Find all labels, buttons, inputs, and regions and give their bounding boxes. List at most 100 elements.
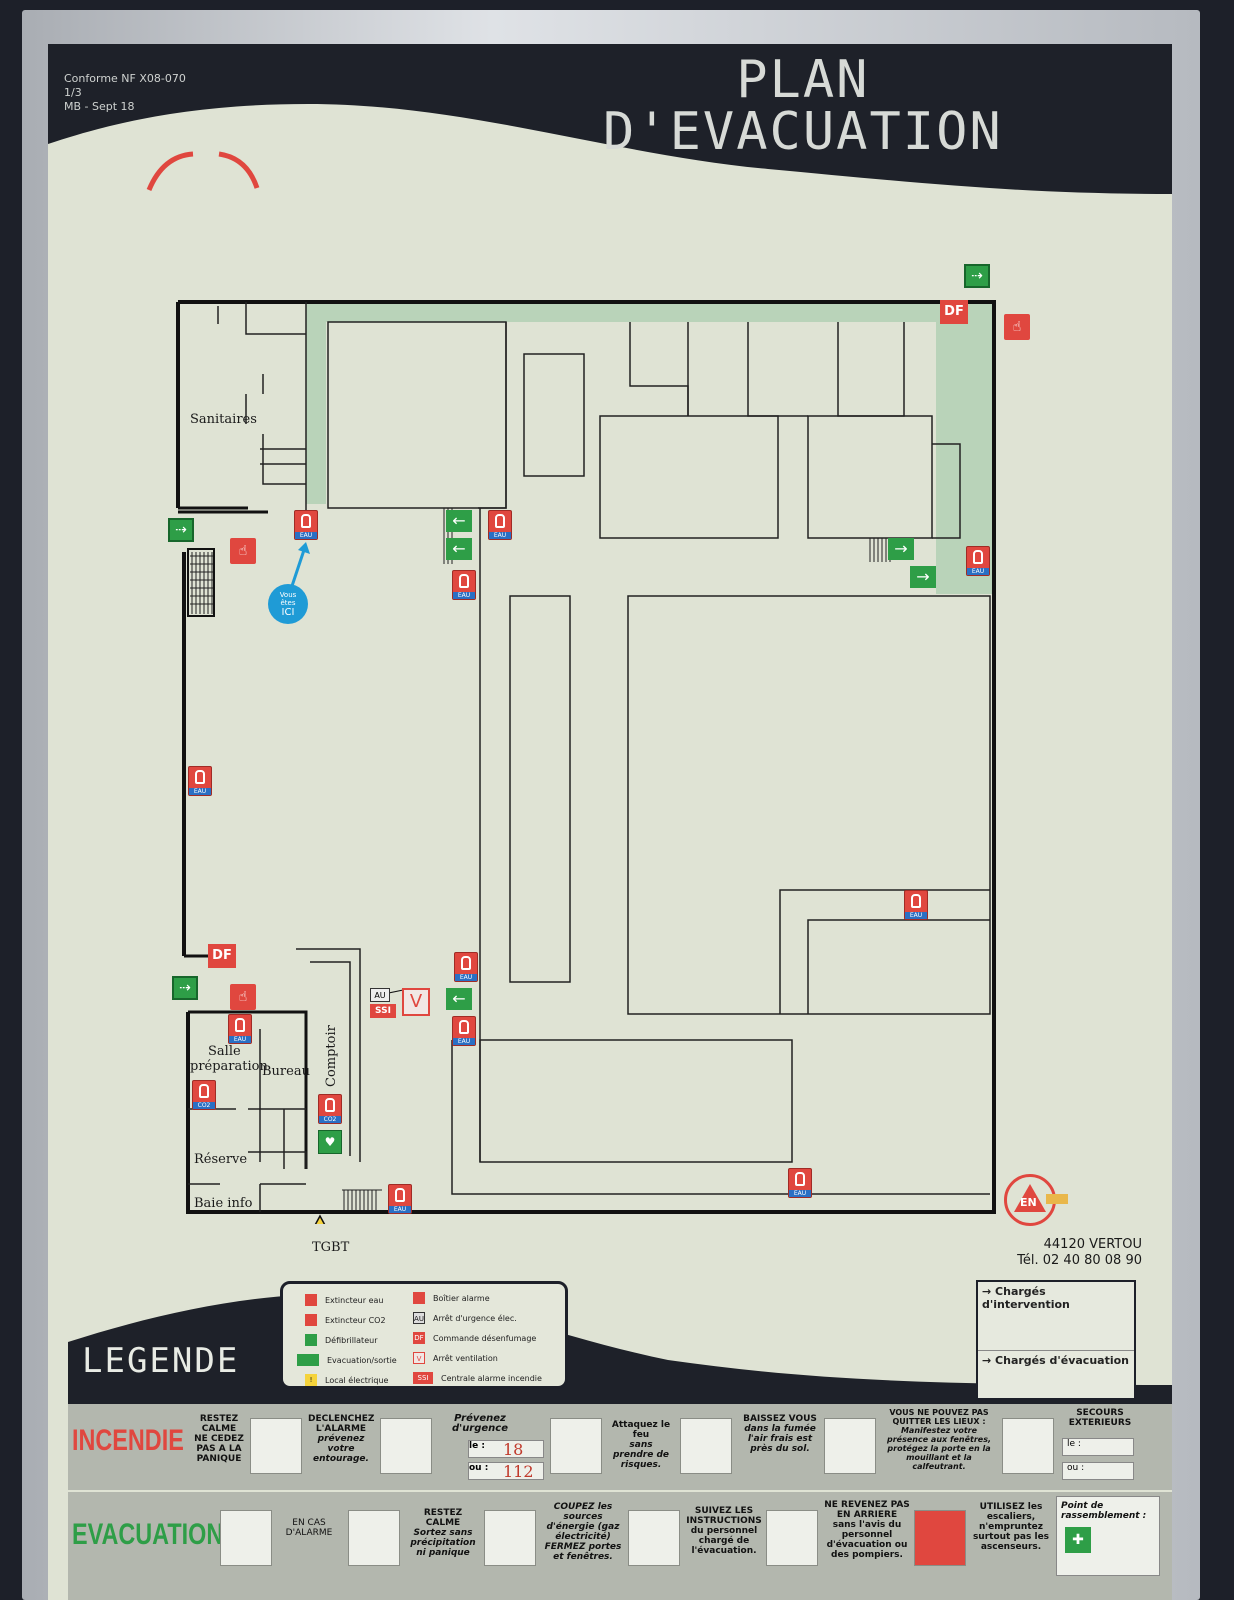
outside-help-le: le : (1062, 1438, 1134, 1456)
no-elevator-pictogram-icon (914, 1510, 966, 1566)
standard-info: Conforme NF X08-070 1/3 MB - Sept 18 (64, 72, 186, 113)
extinguisher-water-icon (305, 1294, 317, 1306)
alarm-box-icon (413, 1292, 425, 1304)
emergency-exit-icon: ⇢ (168, 518, 194, 542)
evacuation-arrow-icon: ← (446, 988, 472, 1010)
floor-plan (176, 300, 996, 1224)
room-comptoir: Comptoir (324, 1025, 339, 1087)
legend-item: Défibrillateur (305, 1334, 377, 1346)
extinguisher-water-icon: EAU (388, 1184, 412, 1214)
you-are-here-marker: Vous êtes ICI (268, 584, 308, 624)
legend-item: Extincteur CO2 (305, 1314, 386, 1326)
extinguisher-co2-icon: CO2 (318, 1094, 342, 1124)
room-reserve: Réserve (194, 1152, 248, 1167)
extinguisher-water-icon: EAU (788, 1168, 812, 1198)
contacts-box: → Chargés d'intervention → Chargés d'éva… (976, 1280, 1136, 1400)
extinguisher-water-icon: EAU (454, 952, 478, 982)
fire-title: INCENDIE (72, 1424, 184, 1457)
outside-help-ou: ou : (1062, 1462, 1134, 1480)
ventilation-stop-v-icon: V (402, 988, 430, 1016)
title-line-1: PLAN (736, 50, 870, 110)
room-tgbt: TGBT (312, 1240, 350, 1255)
title-line-2: D'EVACUATION (603, 102, 1003, 162)
extinguisher-pictogram-icon (550, 1418, 602, 1474)
alarm-pictogram-icon (250, 1418, 302, 1474)
evacuation-arrow-icon: → (888, 538, 914, 560)
extinguisher-water-icon: EAU (488, 510, 512, 540)
evac-step-3: COUPEZ les sources d'énergie (gaz électr… (544, 1502, 622, 1562)
legend-box: Extincteur eau Extincteur CO2 Défibrilla… (280, 1281, 568, 1389)
charges-evacuation: → Chargés d'évacuation (978, 1350, 1134, 1370)
phone-call-pictogram-icon (380, 1418, 432, 1474)
smoke-control-df-icon: DF (208, 944, 236, 968)
alarm-box-icon: ☝ (1004, 314, 1030, 340)
legend-item: Boîtier alarme (413, 1292, 490, 1304)
evacuation-exit-icon (297, 1354, 319, 1366)
legend-item: !Local électrique (305, 1374, 388, 1386)
fire-step-6: VOUS NE POUVEZ PAS QUITTER LES LIEUX :Ma… (887, 1408, 991, 1471)
extinguisher-water-icon: EAU (452, 570, 476, 600)
smoke-control-df-icon: DF (940, 300, 968, 324)
electrical-warning-icon: ! (305, 1374, 317, 1386)
evac-step-6: UTILISEZ les escaliers, n'empruntez surt… (972, 1502, 1050, 1552)
company-address: 44120 VERTOU Tél. 02 40 80 08 90 (1017, 1237, 1142, 1269)
evacuation-title: EVACUATION (72, 1518, 224, 1551)
defibrillator-icon (305, 1334, 317, 1346)
evacuation-arrow-icon: → (910, 566, 936, 588)
header-wave (48, 44, 1172, 194)
evac-step-1: EN CAS D'ALARME (285, 1518, 333, 1538)
window-signal-pictogram-icon (824, 1418, 876, 1474)
extinguisher-co2-icon (305, 1314, 317, 1326)
plan-title: PLAN D'EVACUATION (603, 54, 1003, 158)
room-sanitaires: Sanitaires (190, 412, 257, 427)
follow-staff-pictogram-icon (628, 1510, 680, 1566)
extinguisher-water-icon: EAU (294, 510, 318, 540)
extinguisher-co2-icon: CO2 (192, 1080, 216, 1110)
emergency-exit-icon: ⇢ (964, 264, 990, 288)
cut-power-pictogram-icon (484, 1510, 536, 1566)
smoke-control-icon: DF (413, 1332, 425, 1344)
company-city: 44120 VERTOU (1043, 1237, 1142, 1252)
emergency-stop-au-icon: AU (370, 988, 390, 1002)
no-return-pictogram-icon (766, 1510, 818, 1566)
evac-step-7: Point de rassemblement : (1061, 1501, 1147, 1521)
extinguisher-water-icon: EAU (188, 766, 212, 796)
company-phone: Tél. 02 40 80 08 90 (1017, 1253, 1142, 1268)
fire-step-7: SECOURS EXTERIEURS (1068, 1408, 1132, 1428)
fire-alarm-ssi-icon: SSI (370, 1004, 396, 1018)
evac-step-4: SUIVEZ LES INSTRUCTIONS du personnel cha… (686, 1506, 762, 1556)
extinguisher-water-icon: EAU (904, 890, 928, 920)
fire-instructions-band: INCENDIE RESTEZ CALME NE CEDEZ PAS A LA … (68, 1404, 1172, 1490)
room-baie-info: Baie info (194, 1196, 253, 1211)
alarm-box-icon: ☝ (230, 538, 256, 564)
evacuation-arrow-icon: ← (446, 538, 472, 560)
evacuation-arrow-icon: ← (446, 510, 472, 532)
assembly-point-box: Point de rassemblement : ✚ (1056, 1496, 1160, 1576)
fire-step-3: Prévenez d'urgence (451, 1413, 509, 1434)
fire-step-1: RESTEZ CALME NE CEDEZ PAS A LA PANIQUE (194, 1414, 244, 1464)
extinguisher-water-icon: EAU (452, 1016, 476, 1046)
legend-item: Extincteur eau (305, 1294, 383, 1306)
brand-arc-logo (146, 151, 260, 191)
legend-title: LEGENDE (82, 1341, 240, 1381)
alarm-box-icon: ☝ (230, 984, 256, 1010)
company-logo: EN (1004, 1174, 1070, 1228)
room-salle-prep-line2: préparation (190, 1059, 268, 1074)
fire-truck-pictogram-icon (1002, 1418, 1054, 1474)
crawl-smoke-pictogram-icon (680, 1418, 732, 1474)
evacuation-plan-board: Conforme NF X08-070 1/3 MB - Sept 18 PLA… (48, 44, 1172, 1600)
room-bureau: Bureau (262, 1064, 310, 1079)
evac-step-5: NE REVENEZ PAS EN ARRIERE sans l'avis du… (824, 1500, 910, 1560)
legend-item: Evacuation/sortie (297, 1354, 397, 1366)
ventilation-stop-icon: V (413, 1352, 425, 1364)
